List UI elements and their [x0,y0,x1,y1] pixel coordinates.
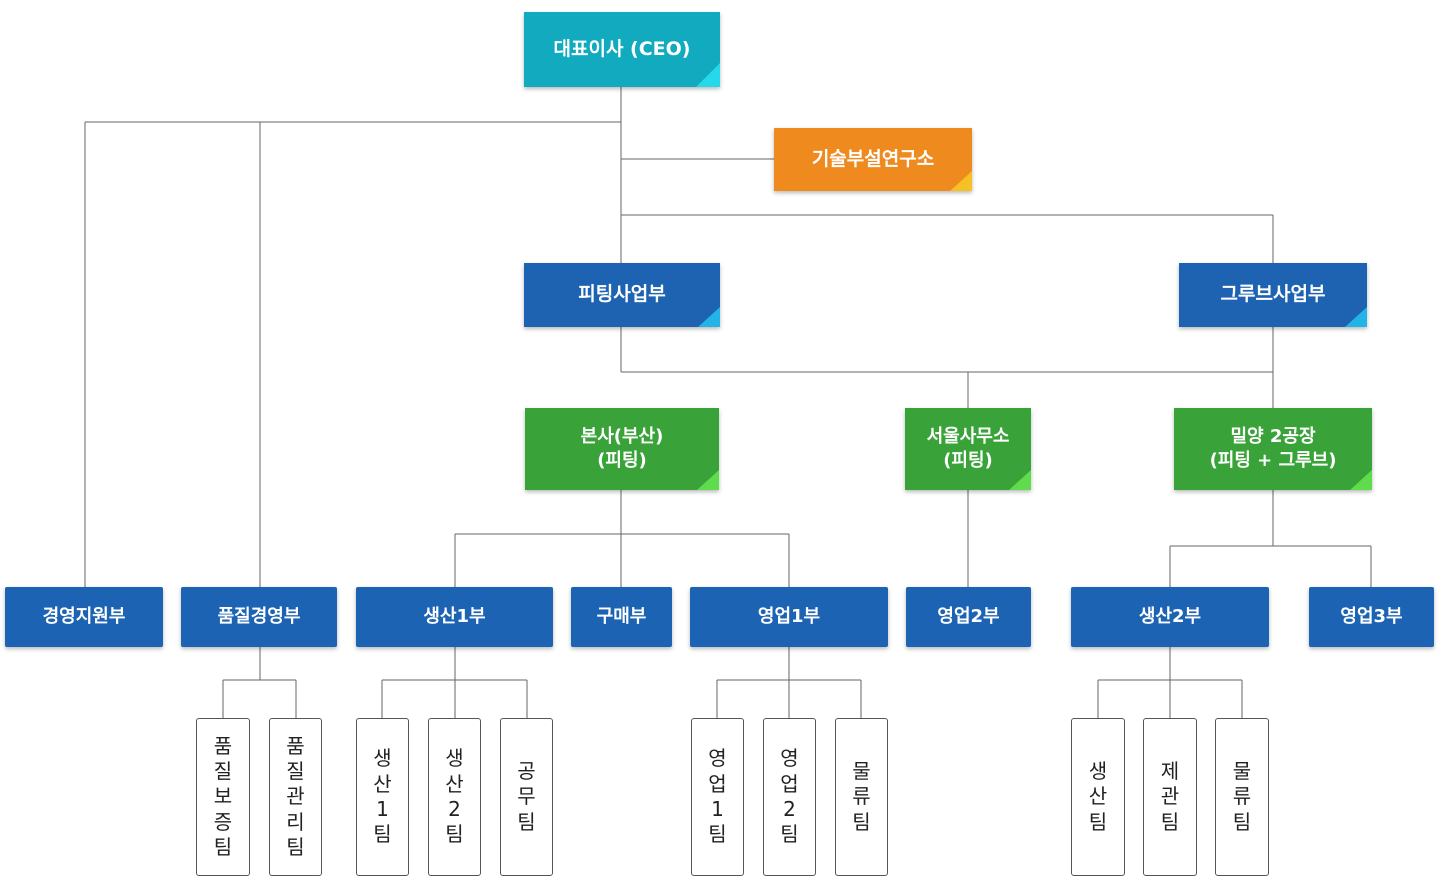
team-engineering: 공무팀 [500,718,553,876]
team-label: 제관팀 [1160,758,1180,834]
team-production-1: 생산1팀 [356,718,409,876]
corner-accent-icon [1345,307,1367,327]
quality-management-label: 품질경영부 [217,605,301,627]
corner-accent-icon [696,63,720,87]
purchasing-dept: 구매부 [571,587,672,647]
production-2-dept: 생산2부 [1071,587,1269,647]
hq-busan-box: 본사(부산) (피팅) [525,408,719,490]
groove-division-box: 그루브사업부 [1179,263,1367,327]
fitting-division-label: 피팅사업부 [578,283,666,306]
quality-management-dept: 품질경영부 [181,587,337,647]
team-label: 공무팀 [517,758,536,834]
team-label: 물류팀 [852,758,871,834]
corner-accent-icon [1009,470,1031,490]
hq-busan-sublabel: (피팅) [597,450,647,471]
miryang-plant-sublabel: (피팅 + 그루브) [1209,450,1337,471]
management-support-dept: 경영지원부 [5,587,163,647]
team-production: 생산팀 [1071,718,1125,876]
team-quality-control: 품질관리팀 [269,718,322,876]
team-label: 품질관리팀 [286,733,305,860]
team-logistics-2: 물류팀 [1215,718,1269,876]
team-label: 물류팀 [1232,758,1252,834]
sales-2-label: 영업2부 [937,605,1000,627]
team-label: 품질보증팀 [213,733,233,860]
team-label: 생산1팀 [373,746,392,847]
production-1-label: 생산1부 [423,605,486,627]
seoul-office-sublabel: (피팅) [943,450,993,471]
corner-accent-icon [950,171,972,191]
team-quality-assurance: 품질보증팀 [196,718,250,876]
ceo-box: 대표이사 (CEO) [524,12,720,87]
ceo-label: 대표이사 (CEO) [553,37,691,60]
corner-accent-icon [698,307,720,327]
seoul-office-label: 서울사무소 [926,425,1010,447]
production-1-dept: 생산1부 [356,587,553,647]
sales-3-label: 영업3부 [1340,605,1403,627]
miryang-plant-box: 밀양 2공장 (피팅 + 그루브) [1174,408,1372,490]
lab-box: 기술부설연구소 [774,128,972,191]
seoul-office-box: 서울사무소 (피팅) [905,408,1031,490]
team-logistics-1: 물류팀 [835,718,888,876]
sales-3-dept: 영업3부 [1309,587,1434,647]
corner-accent-icon [697,470,719,490]
team-sales-2: 영업2팀 [763,718,816,876]
team-label: 생산팀 [1088,758,1108,834]
sales-1-dept: 영업1부 [690,587,888,647]
team-label: 생산2팀 [445,746,464,847]
groove-division-label: 그루브사업부 [1220,283,1326,306]
lab-label: 기술부설연구소 [811,147,935,170]
sales-2-dept: 영업2부 [906,587,1031,647]
fitting-division-box: 피팅사업부 [524,263,720,327]
team-label: 영업1팀 [708,746,727,847]
sales-1-label: 영업1부 [757,605,821,627]
team-sales-1: 영업1팀 [691,718,744,876]
management-support-label: 경영지원부 [42,605,126,627]
team-label: 영업2팀 [780,746,799,847]
hq-busan-label: 본사(부산) [580,425,664,447]
production-2-label: 생산2부 [1138,605,1202,627]
miryang-plant-label: 밀양 2공장 [1230,425,1316,447]
corner-accent-icon [1350,470,1372,490]
purchasing-label: 구매부 [596,605,647,627]
team-manufacturing: 제관팀 [1143,718,1197,876]
team-production-2: 생산2팀 [428,718,481,876]
